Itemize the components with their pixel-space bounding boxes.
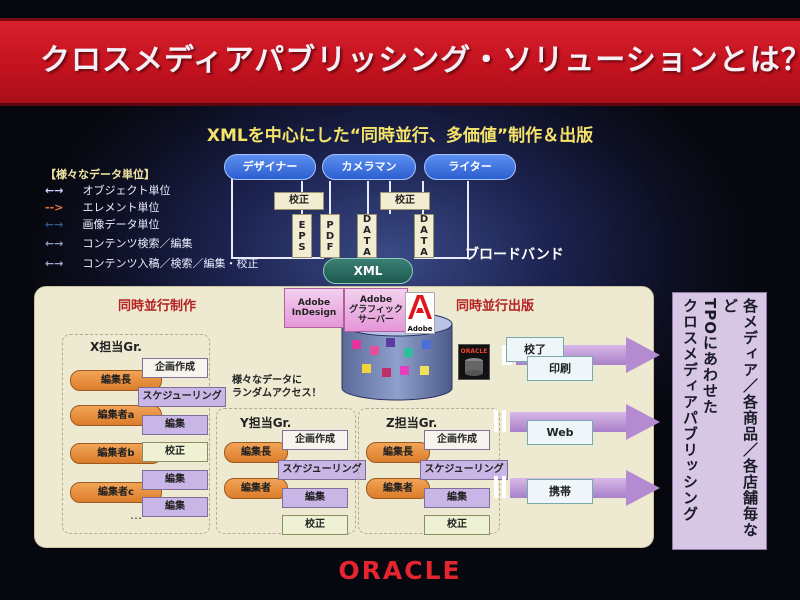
output-bar <box>502 410 506 432</box>
role-writer: ライター <box>424 154 516 180</box>
y-task-planning: 企画作成 <box>282 430 348 450</box>
indesign-logo: Adobe InDesign <box>284 288 344 328</box>
legend-arrow-icon: --> <box>45 201 64 214</box>
role-photographer: カメラマン <box>322 154 416 180</box>
role-designer: デザイナー <box>224 154 316 180</box>
adobe-logo: Adobe <box>405 292 435 334</box>
x-role-chief: 編集長 <box>70 370 162 391</box>
legend-label: エレメント単位 <box>82 201 160 214</box>
legend-arrow-icon: ←→ <box>45 237 64 250</box>
adobe-icon <box>408 295 432 319</box>
output-bar <box>502 476 506 498</box>
x-role-editor-a: 編集者a <box>70 405 162 426</box>
proof-label: 校正 <box>380 192 430 210</box>
arrow-right-icon <box>626 470 660 506</box>
legend-item-element: --> エレメント単位 <box>45 199 295 215</box>
data-data-2: DATA <box>414 214 434 258</box>
x-group <box>62 334 210 534</box>
y-role-chief: 編集長 <box>224 442 288 463</box>
x-task-proof: 校正 <box>142 442 208 462</box>
slide-subtitle: XMLを中心にした“同時並行、多価値”制作＆出版 <box>206 126 594 146</box>
legend-item-search-edit: ←→ コンテンツ検索／編集 <box>45 235 295 251</box>
database-icon <box>465 358 483 376</box>
x-task-edit: 編集 <box>142 415 208 435</box>
x-task-scheduling: スケジューリング <box>138 387 226 407</box>
z-task-planning: 企画作成 <box>424 430 490 450</box>
x-group-title: X担当Gr. <box>90 340 142 354</box>
legend-arrow-icon: ←→ <box>45 218 64 231</box>
z-role-editor: 編集者 <box>366 478 430 499</box>
oracle-footer-logo: ORACLE <box>338 556 462 585</box>
graphic-server-logo: Adobe グラフィック サーバー <box>344 288 408 332</box>
arrow-right-icon <box>626 404 660 440</box>
y-group-title: Y担当Gr. <box>240 416 292 430</box>
z-task-edit: 編集 <box>424 488 490 508</box>
label-concurrent-production: 同時並行制作 <box>118 299 197 314</box>
x-task-edit-2: 編集 <box>142 470 208 490</box>
label-concurrent-publishing: 同時並行出版 <box>456 299 535 314</box>
y-task-edit: 編集 <box>282 488 348 508</box>
z-role-chief: 編集長 <box>366 442 430 463</box>
legend-item-submit-search-edit: ←→ コンテンツ入稿／検索／編集・校正 <box>45 255 295 271</box>
title-banner <box>0 18 800 106</box>
broadband-label: ブロードバンド <box>465 247 564 263</box>
oracle-db-wordmark: ORACLE <box>460 348 488 355</box>
z-task-scheduling: スケジューリング <box>420 460 508 480</box>
legend-arrow-icon: ←→ <box>45 257 64 270</box>
output-bar <box>494 410 498 432</box>
legend-title: 【様々なデータ単位】 <box>45 168 155 181</box>
arrow-right-icon <box>626 337 660 373</box>
y-task-proof: 校正 <box>282 515 348 535</box>
data-data-1: DATA <box>357 214 377 258</box>
xml-hub: XML <box>323 258 413 284</box>
random-access-note: 様々なデータに ランダムアクセス！ <box>232 375 322 399</box>
cross-media-panel <box>672 292 767 550</box>
output-bar <box>494 476 498 498</box>
data-pdf: PDF <box>320 214 340 258</box>
data-label: EPS <box>296 219 308 253</box>
x-ellipsis: … <box>130 508 142 522</box>
proof-label: 校正 <box>274 192 324 210</box>
output-mobile: 携帯 <box>527 479 593 504</box>
legend-label: 画像データ単位 <box>82 218 160 231</box>
legend-label: コンテンツ検索／編集 <box>82 237 193 250</box>
legend-item-image: ←→ 画像データ単位 <box>45 216 295 232</box>
data-label: DATA <box>418 214 430 258</box>
legend-label: コンテンツ入稿／検索／編集・校正 <box>82 257 259 270</box>
y-task-scheduling: スケジューリング <box>278 460 366 480</box>
x-task-edit-3: 編集 <box>142 497 208 517</box>
data-label: DATA <box>361 214 373 258</box>
output-web: Web <box>527 420 593 445</box>
y-role-editor: 編集者 <box>224 478 288 499</box>
legend-arrow-icon: ←→ <box>45 184 64 197</box>
legend-label: オブジェクト単位 <box>82 184 171 197</box>
z-group-title: Z担当Gr. <box>386 416 438 430</box>
x-role-editor-c: 編集者c <box>70 482 162 503</box>
z-task-proof: 校正 <box>424 515 490 535</box>
output-print: 印刷 <box>527 356 593 381</box>
data-label: PDF <box>324 219 336 253</box>
adobe-wordmark: Adobe <box>407 325 433 333</box>
data-eps: EPS <box>292 214 312 258</box>
slide-title: クロスメディアパブリッシング・ソリューションとは？ <box>40 43 800 78</box>
x-task-planning: 企画作成 <box>142 358 208 378</box>
cross-media-text: 各メディア／各商品／各店舗毎など TPOにあわせた クロスメディアパブリッシング <box>681 298 759 538</box>
oracle-database-logo: ORACLE <box>458 344 490 380</box>
legend-item-object: ←→ オブジェクト単位 <box>45 182 295 198</box>
